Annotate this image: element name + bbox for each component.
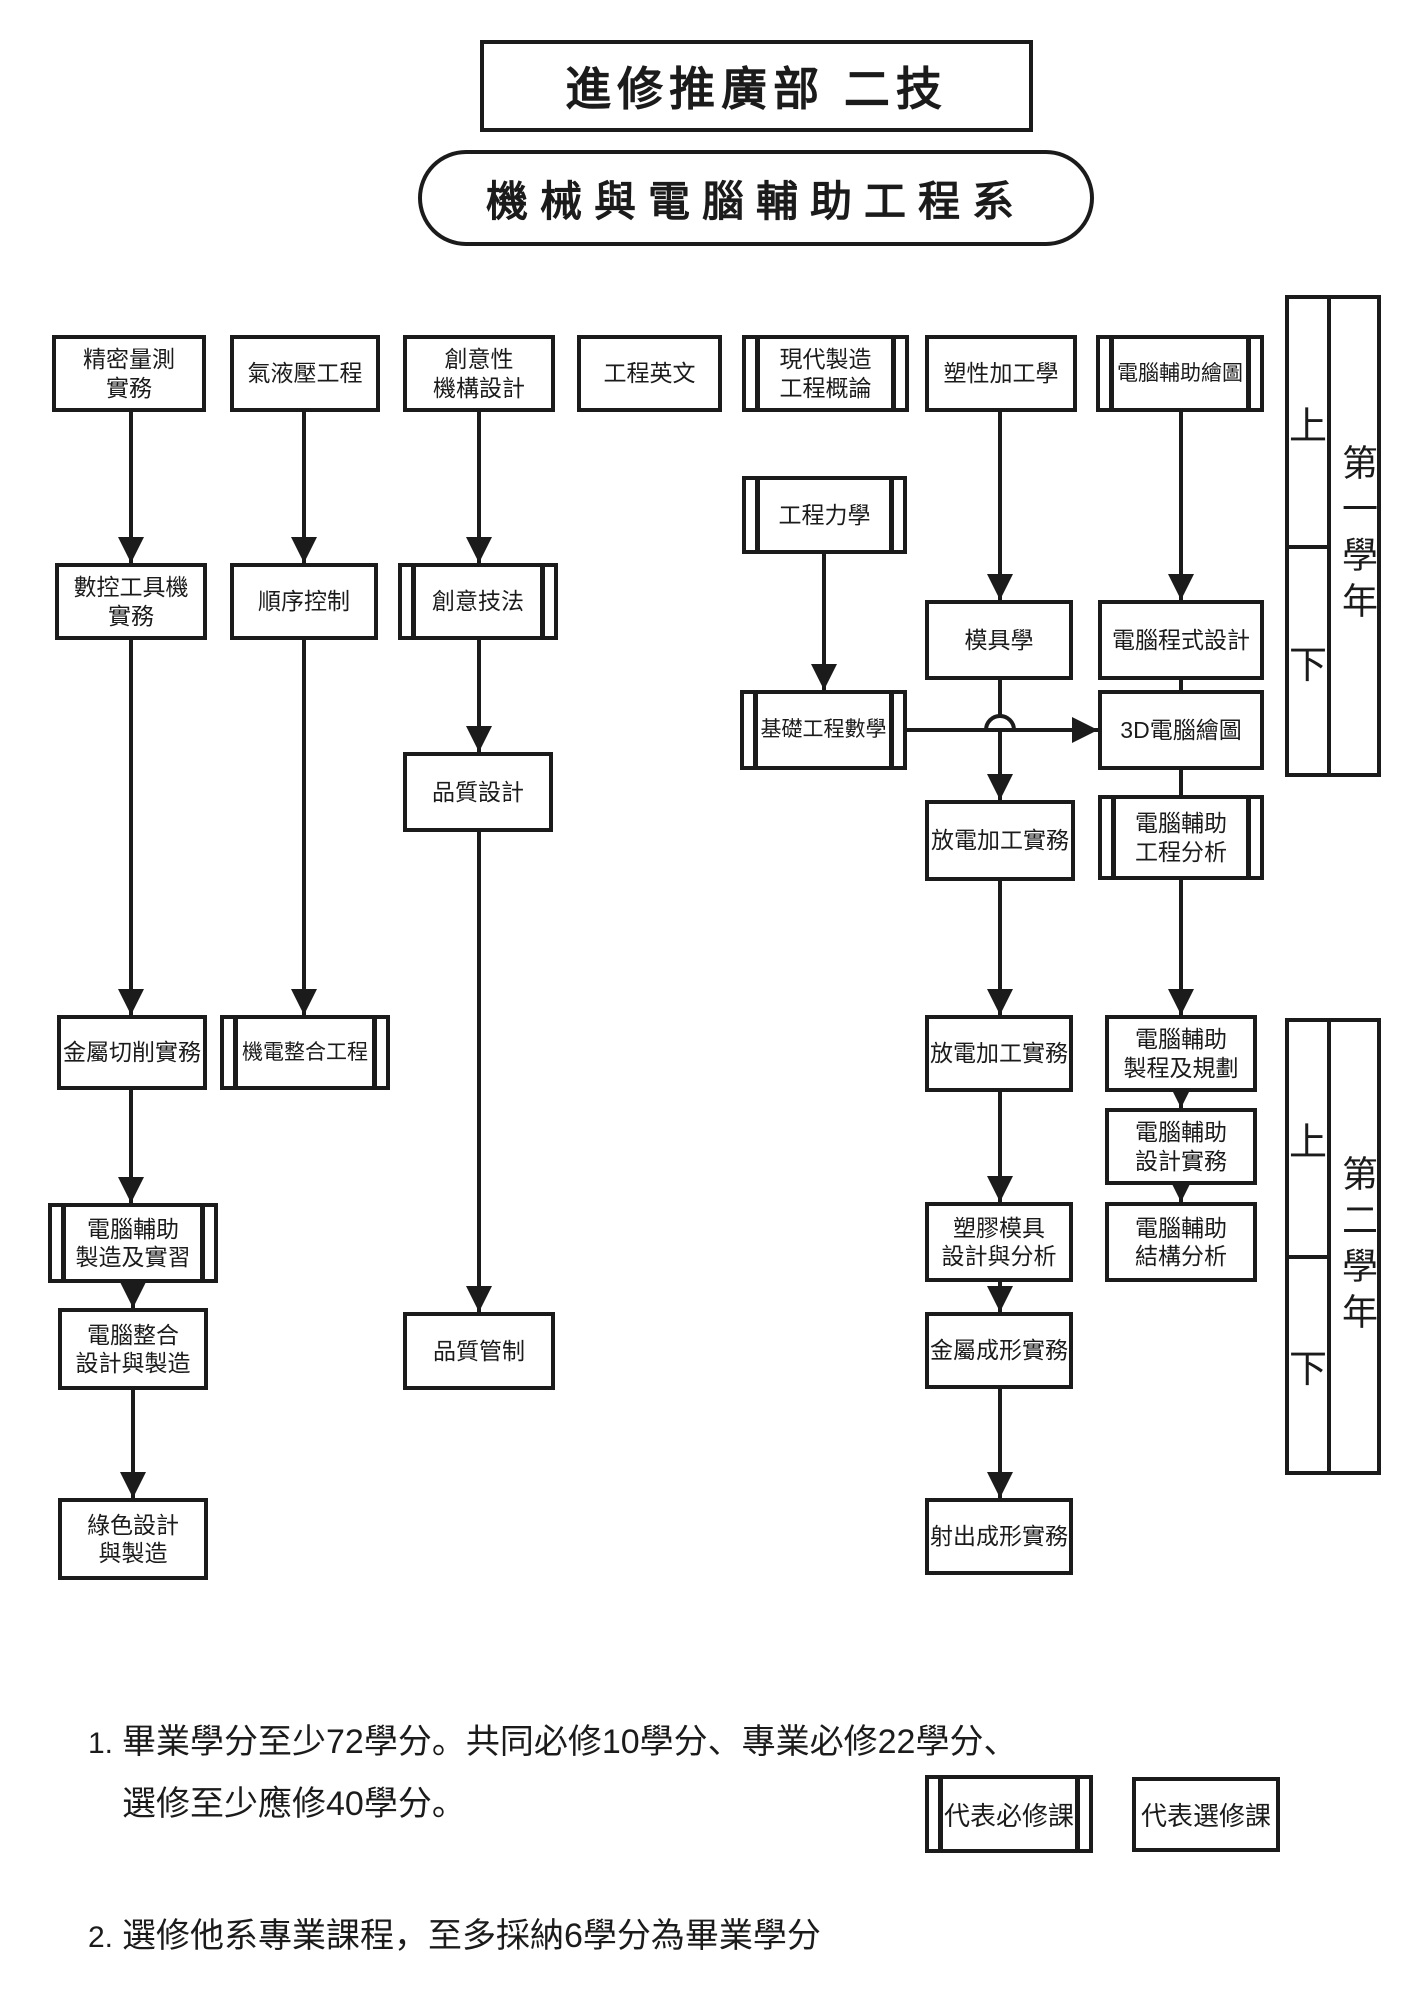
course-mechatronics-integration: 機電整合工程 <box>220 1015 390 1090</box>
year1-label: 第一學年 <box>1337 444 1379 628</box>
course-computer-aided-drafting: 電腦輔助繪圖 <box>1096 335 1264 412</box>
department-name: 機械與電腦輔助工程系 <box>485 177 1026 225</box>
course-cam-process-planning: 電腦輔助 製程及規劃 <box>1105 1015 1257 1092</box>
legend-elective-course: 代表選修課 <box>1132 1777 1280 1852</box>
program-title-box: 進修推廣部 二技 <box>480 40 1033 132</box>
legend-required-label: 代表必修課 <box>943 1800 1074 1831</box>
course-sequence-control: 順序控制 <box>230 563 378 640</box>
course-edm-practice-year1: 放電加工實務 <box>925 800 1075 881</box>
year1-lower-semester-label: 下 <box>1289 644 1328 687</box>
course-basic-engineering-math: 基礎工程數學 <box>740 690 907 770</box>
course-edm-practice-year2: 放電加工實務 <box>925 1015 1073 1092</box>
course-pneumatic-hydraulic: 氣液壓工程 <box>230 335 380 412</box>
course-creative-techniques: 創意技法 <box>398 563 558 640</box>
course-precision-measurement: 精密量測 實務 <box>52 335 206 412</box>
course-computer-integrated-design-manufacturing: 電腦整合 設計與製造 <box>58 1308 208 1390</box>
note-2-line: 選修他系專業課程，至多採納6學分為畢業學分 <box>122 1917 821 1955</box>
course-mold-technology: 模具學 <box>925 600 1073 680</box>
year2-upper-semester-label: 上 <box>1289 1022 1328 1260</box>
year1-block: 上 下 第一學年 <box>1285 295 1381 777</box>
program-title: 進修推廣部 二技 <box>565 63 948 115</box>
note-1-line2: 選修至少應修40學分。 <box>122 1785 466 1823</box>
note-2: 2. 選修他系專業課程，至多採納6學分為畢業學分 <box>88 1906 821 1968</box>
note-1-line1: 畢業學分至少72學分。共同必修10學分、專業必修22學分、 <box>122 1723 1018 1761</box>
course-modern-manufacturing-intro: 現代製造 工程概論 <box>742 335 909 412</box>
year1-semester-column: 上 下 <box>1289 299 1332 773</box>
year2-lower-semester-label: 下 <box>1289 1348 1328 1391</box>
course-cad-practice: 電腦輔助 設計實務 <box>1105 1108 1257 1185</box>
course-quality-design: 品質設計 <box>403 752 553 832</box>
legend-required-course: 代表必修課 <box>925 1775 1093 1853</box>
year2-block: 上 下 第二學年 <box>1285 1018 1381 1475</box>
course-plastic-mold-design-analysis: 塑膠模具 設計與分析 <box>925 1202 1073 1282</box>
course-cam-manufacturing-practicum: 電腦輔助 製造及實習 <box>48 1203 218 1283</box>
note-1-number: 1. <box>88 1727 114 1760</box>
note-2-number: 2. <box>88 1921 114 1954</box>
course-cnc-machine-practice: 數控工具機 實務 <box>55 563 207 640</box>
year1-label-column: 第一學年 <box>1331 299 1383 773</box>
course-engineering-mechanics: 工程力學 <box>742 476 907 554</box>
legend-elective-label: 代表選修課 <box>1140 1801 1271 1831</box>
year1-upper-semester-label: 上 <box>1289 299 1328 550</box>
note-1: 1. 畢業學分至少72學分。共同必修10學分、專業必修22學分、 選修至少應修4… <box>88 1712 1017 1834</box>
year2-label-column: 第二學年 <box>1331 1022 1383 1471</box>
course-quality-control: 品質管制 <box>403 1312 555 1390</box>
course-3d-computer-graphics: 3D電腦繪圖 <box>1098 690 1264 770</box>
year2-label: 第二學年 <box>1337 1154 1379 1339</box>
course-engineering-english: 工程英文 <box>577 335 722 412</box>
course-creative-mechanism-design: 創意性 機構設計 <box>403 335 555 412</box>
course-metal-forming-practice: 金屬成形實務 <box>925 1312 1073 1389</box>
year2-semester-column: 上 下 <box>1289 1022 1332 1471</box>
department-stadium: 機械與電腦輔助工程系 <box>418 150 1094 246</box>
course-computer-aided-engineering-analysis: 電腦輔助 工程分析 <box>1098 795 1264 880</box>
course-injection-molding-practice: 射出成形實務 <box>925 1498 1073 1575</box>
course-green-design-manufacturing: 綠色設計 與製造 <box>58 1498 208 1580</box>
course-computer-programming: 電腦程式設計 <box>1098 600 1264 680</box>
course-computer-aided-structural-analysis: 電腦輔助 結構分析 <box>1105 1202 1257 1282</box>
course-plastic-working: 塑性加工學 <box>925 335 1077 412</box>
course-metal-cutting-practice: 金屬切削實務 <box>57 1015 207 1090</box>
line-crossing-hop <box>984 714 1016 731</box>
